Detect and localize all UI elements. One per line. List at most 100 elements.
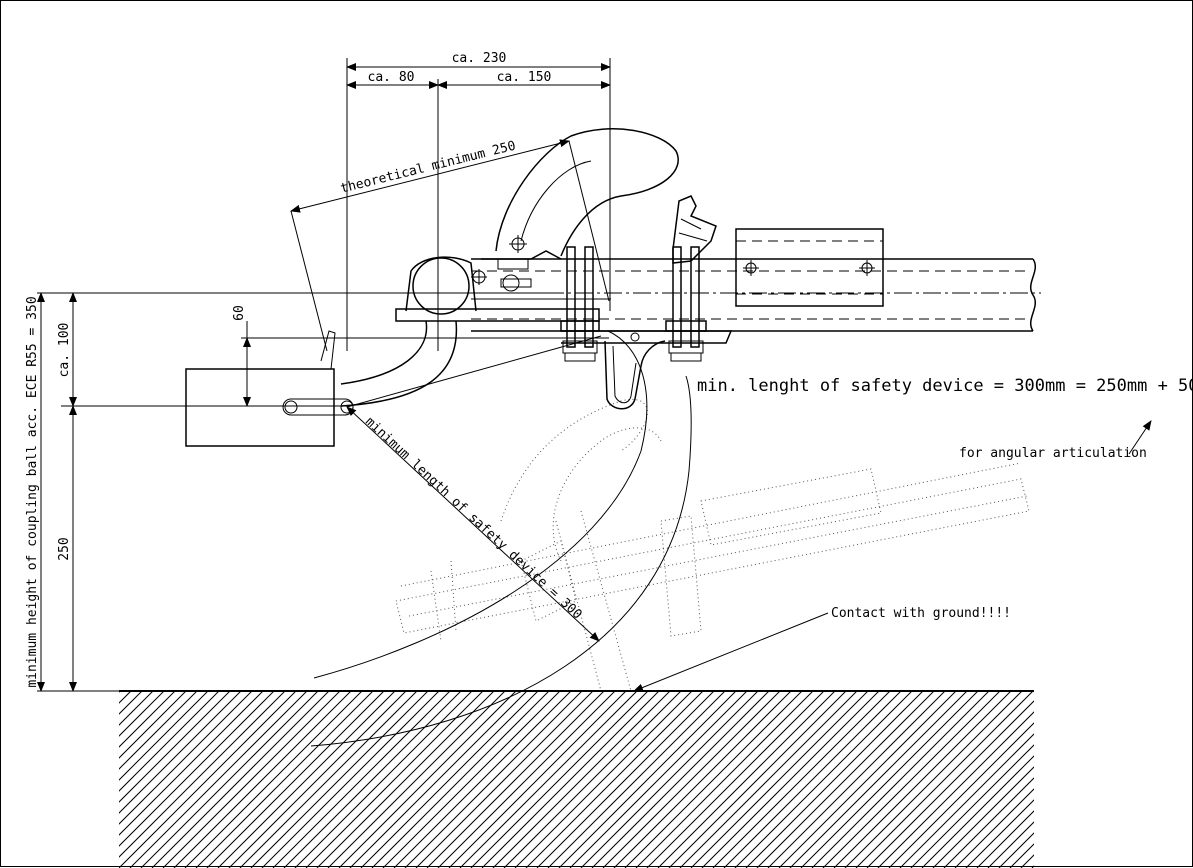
hatch-line [1020,854,1034,868]
u-bolt-right [665,246,707,362]
hatch-line [767,691,946,868]
hatch-line [239,691,418,868]
hatch-line [119,691,187,759]
hatch-line [635,691,814,868]
hatch-line [261,691,440,868]
lower-plate [561,330,733,344]
hatch-line [954,788,1034,868]
hatch-line [119,691,220,792]
hatch-line [943,777,1034,868]
hatch-line [921,755,1034,868]
hatch-line [1098,691,1193,868]
hatch-line [119,691,253,825]
angular-leader [1128,420,1152,455]
hatch-line [228,691,407,868]
hatch-line [998,832,1034,868]
ground-leader [633,612,829,692]
hatch-line [206,691,385,868]
hatch-line [119,691,275,847]
hatch-line [866,700,1034,868]
note-contact-ground: Contact with ground!!!! [831,606,1011,621]
hatch-line [119,691,132,704]
hatch-line [327,691,506,868]
hatch-line [525,691,704,868]
hatch-line [437,691,616,868]
hatch-line [173,691,352,868]
hatch-line [470,691,649,868]
hatch-line [119,691,297,868]
hatch-line [591,691,770,868]
hatch-line [448,691,627,868]
hatch-line [1120,691,1193,868]
hatch-line [657,691,836,868]
hatch-line [119,691,176,748]
hatch-line [723,691,902,868]
hatch-line [119,691,154,726]
hatch-line [360,691,539,868]
dim-total-horizontal: ca. 230 [452,51,507,66]
hatch-line [382,691,561,868]
hatch-line [558,691,737,868]
hatch-line [415,691,594,868]
hatch-line [987,821,1034,868]
hatch-line [338,691,517,868]
hatch-line [1065,691,1193,868]
hatch-line [547,691,726,868]
hatch-line [833,691,1012,868]
hatch-line [888,722,1034,868]
hatch-line [844,691,1023,868]
safety-loop [604,340,666,410]
hatch-line [119,691,242,814]
hatch-line [778,691,957,868]
dim-theoretical-minimum: theoretical minimum 250 [339,139,517,197]
hatch-line [119,691,286,858]
hatch-line [426,691,605,868]
hatch-line [877,711,1034,868]
hatch-line [294,691,473,868]
hatch-line [668,691,847,868]
hatch-line [1,691,109,868]
articulated-position-ghost [395,398,1030,692]
hatch-line [459,691,638,868]
hatch-line [800,691,979,868]
hatch-line [119,691,143,715]
hatch-line [283,691,462,868]
hatch-line [1031,865,1034,868]
hatch-line [503,691,682,868]
hatch-line [1087,691,1193,868]
hatch-line [316,691,495,868]
hatch-line [602,691,781,868]
dim-right-horizontal: ca. 150 [497,70,552,85]
hatch-line [679,691,858,868]
hatch-line [965,799,1034,868]
hatch-line [1,691,98,868]
ground [1,690,1193,868]
dim-safety-length: minimum length of safety device = 300 [362,414,584,622]
hatch-line [481,691,660,868]
hatch-line [1043,691,1193,868]
dim-250: 250 [57,537,72,560]
hatch-line [745,691,924,868]
hatch-line [932,766,1034,868]
hatch-line [855,691,1034,868]
hatch-line [195,691,374,868]
drawbar [471,195,1041,332]
hatch-line [976,810,1034,868]
hatch-line [404,691,583,868]
hatch-line [536,691,715,868]
hatch-line [712,691,891,868]
hatch-line [119,691,264,836]
hatch-line [349,691,528,868]
hatch-line [789,691,968,868]
dim-ca-100: ca. 100 [57,323,72,378]
hatch-line [613,691,792,868]
note-angular-articulation: for angular articulation [959,446,1147,461]
hatch-line [514,691,693,868]
hatch-line [217,691,396,868]
hatch-line [250,691,429,868]
hatch-line [822,691,1001,868]
hatch-line [734,691,913,868]
hatch-line [624,691,803,868]
